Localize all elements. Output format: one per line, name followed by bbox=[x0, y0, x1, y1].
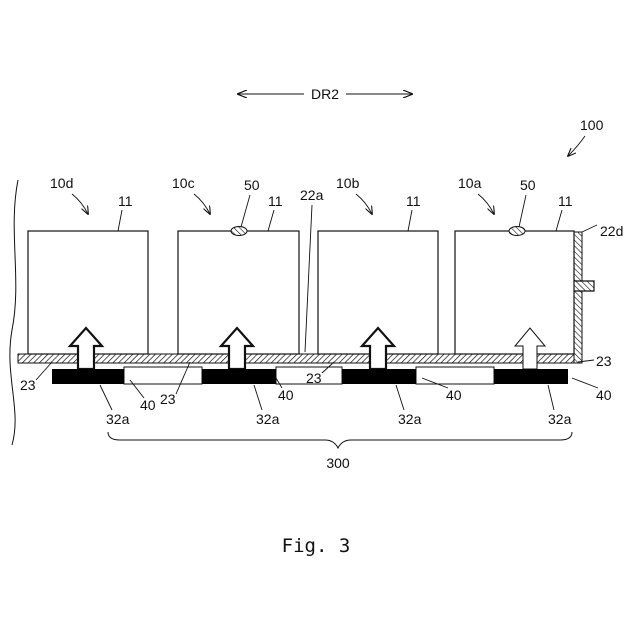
part-leader bbox=[268, 210, 274, 231]
wall-label: 22d bbox=[600, 223, 623, 239]
gap-label: 40 bbox=[446, 387, 462, 403]
plate-label: 23 bbox=[160, 391, 176, 407]
cell-part-label: 11 bbox=[118, 193, 133, 209]
inner-leader-22a bbox=[305, 205, 312, 352]
gap-label: 40 bbox=[596, 387, 612, 403]
gap-label: 40 bbox=[140, 397, 156, 413]
assembly-leader bbox=[568, 136, 585, 156]
assembly-label: 100 bbox=[580, 117, 604, 133]
pad-32a bbox=[52, 369, 124, 384]
cell-part-label: 11 bbox=[406, 193, 421, 209]
valve-50 bbox=[231, 227, 247, 236]
gap-label: 40 bbox=[278, 387, 294, 403]
pad-32a bbox=[202, 369, 276, 384]
valve-50 bbox=[509, 227, 525, 236]
plate-label: 23 bbox=[596, 353, 612, 369]
valve-label: 50 bbox=[244, 177, 260, 193]
cell-10a: 10a 50 11 bbox=[455, 175, 574, 354]
cell-label: 10b bbox=[336, 175, 360, 191]
cell-part-label: 11 bbox=[268, 193, 283, 209]
gap-40 bbox=[124, 367, 202, 384]
cell-leader bbox=[356, 194, 372, 214]
plate-label: 23 bbox=[20, 377, 36, 393]
pad-label: 32a bbox=[398, 411, 422, 427]
cell-label: 10c bbox=[172, 175, 195, 191]
pad-32a bbox=[342, 369, 416, 384]
assembly-reference: 100 bbox=[568, 117, 604, 156]
group-brace bbox=[108, 432, 572, 448]
part-leader bbox=[408, 210, 412, 231]
cell-leader bbox=[72, 194, 88, 214]
cell-10c: 10c 50 11 bbox=[172, 175, 299, 354]
valve-label: 50 bbox=[520, 177, 536, 193]
gap-40 bbox=[416, 367, 494, 384]
side-wall-22d bbox=[574, 232, 582, 363]
pad-label: 32a bbox=[256, 411, 280, 427]
wall-leader bbox=[582, 225, 597, 232]
inner-label-22a: 22a bbox=[300, 187, 324, 203]
pad-32a bbox=[494, 369, 568, 384]
pad-label: 32a bbox=[548, 411, 572, 427]
break-line bbox=[10, 180, 18, 445]
pad-label: 32a bbox=[106, 411, 130, 427]
plate-23 bbox=[18, 354, 574, 363]
valve-leader bbox=[241, 195, 250, 227]
part-leader bbox=[556, 210, 562, 231]
direction-indicator: DR2 bbox=[238, 86, 412, 102]
valve-leader bbox=[519, 195, 526, 227]
figure-caption: Fig. 3 bbox=[282, 535, 351, 557]
group-label: 300 bbox=[326, 455, 350, 471]
cell-label: 10a bbox=[458, 175, 482, 191]
direction-label: DR2 bbox=[311, 86, 339, 102]
cell-leader bbox=[478, 194, 494, 214]
cell-part-label: 11 bbox=[558, 193, 573, 209]
cell-leader bbox=[194, 194, 210, 214]
plate-label: 23 bbox=[306, 370, 322, 386]
cell-10d: 10d 11 bbox=[28, 175, 148, 354]
part-leader bbox=[118, 210, 122, 231]
cell-body bbox=[455, 231, 574, 354]
cell-label: 10d bbox=[50, 175, 73, 191]
